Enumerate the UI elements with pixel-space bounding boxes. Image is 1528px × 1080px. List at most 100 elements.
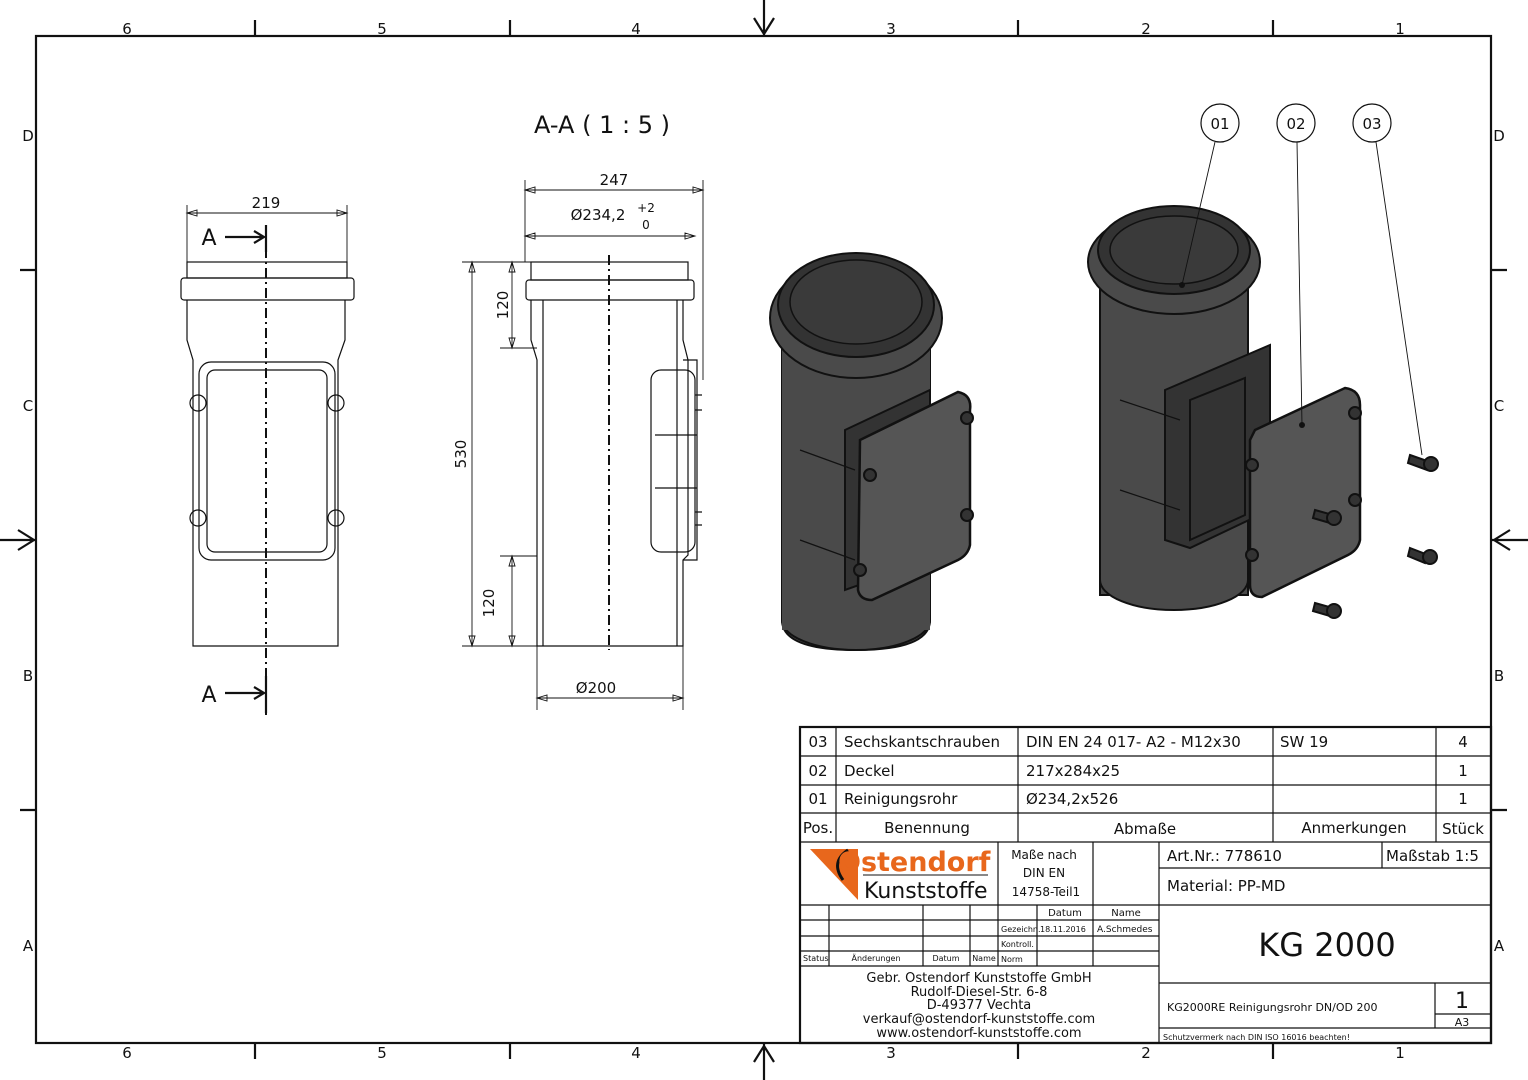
parts-row-03: 03 Sechskantschrauben DIN EN 24 017- A2 … <box>808 733 1467 751</box>
logo-text-top: Ostendorf <box>838 847 991 878</box>
row-label: B <box>23 667 33 685</box>
parts-row-01: 01 Reinigungsrohr Ø234,2x526 1 <box>808 790 1467 808</box>
isometric-exploded-view: 01 02 03 <box>1087 103 1439 619</box>
material: Material: PP-MD <box>1167 877 1285 895</box>
balloon-03 <box>1352 103 1392 143</box>
qty: 1 <box>1458 790 1468 808</box>
isometric-assembled-view <box>769 252 974 652</box>
header-qty: Stück <box>1442 820 1484 838</box>
name: Sechskantschrauben <box>844 733 1000 751</box>
article-number: Art.Nr.: 778610 <box>1167 847 1282 865</box>
parts-list: 03 Sechskantschrauben DIN EN 24 017- A2 … <box>798 725 1493 1045</box>
qty: 4 <box>1458 733 1468 751</box>
col-label: 4 <box>631 1044 641 1062</box>
col-label: 2 <box>1141 1044 1151 1062</box>
row-label: A <box>1494 937 1505 955</box>
standard-line: DIN EN <box>1023 866 1065 880</box>
dim-socket-length: 120 <box>494 291 512 320</box>
note: SW 19 <box>1280 733 1328 751</box>
parts-row-02: 02 Deckel 217x284x25 1 <box>808 762 1467 780</box>
balloon-02 <box>1276 103 1316 143</box>
row-label: A <box>23 937 34 955</box>
section-title: A-A ( 1 : 5 ) <box>534 111 670 139</box>
company-street: Rudolf-Diesel-Str. 6-8 <box>911 985 1048 1000</box>
col-label: 3 <box>886 20 896 38</box>
dim-socket-diameter: Ø234,2 <box>571 206 626 224</box>
company-logo: Ostendorf Kunststoffe <box>810 847 991 904</box>
dim-width-total: 247 <box>600 171 629 189</box>
header-name: Benennung <box>884 819 970 837</box>
dim-length: 530 <box>452 440 470 469</box>
title-block: Ostendorf Kunststoffe Maße nach DIN EN 1… <box>800 842 1491 1043</box>
balloon-label: 01 <box>1210 115 1229 133</box>
column-labels: 6 5 4 3 2 1 6 5 4 3 2 1 <box>122 20 1405 1062</box>
company-email[interactable]: verkauf@ostendorf-kunststoffe.com <box>863 1012 1095 1027</box>
col-label: 6 <box>122 20 132 38</box>
company-name: Gebr. Ostendorf Kunststoffe GmbH <box>866 971 1091 986</box>
drawing-description: KG2000RE Reinigungsrohr DN/OD 200 <box>1167 1001 1378 1014</box>
col-label: 4 <box>631 20 641 38</box>
logo-text-bottom: Kunststoffe <box>864 879 988 904</box>
screw-icon <box>1311 453 1439 619</box>
balloon-label: 03 <box>1362 115 1381 133</box>
protection-notice: Schutzvermerk nach DIN ISO 16016 beachte… <box>1163 1033 1350 1042</box>
drawn-name: A.Schmedes <box>1097 925 1153 935</box>
changes-name-label: Name <box>972 954 996 963</box>
dim-tolerance-upper: +2 <box>637 201 655 215</box>
col-label: 3 <box>886 1044 896 1062</box>
row-label: B <box>1494 667 1504 685</box>
name: Reinigungsrohr <box>844 790 958 808</box>
changes-label: Änderungen <box>851 953 900 963</box>
header-dims: Abmaße <box>1114 820 1176 838</box>
norm-label: Norm <box>1001 955 1023 964</box>
col-datum: Datum <box>1048 908 1082 919</box>
company-website[interactable]: www.ostendorf-kunststoffe.com <box>876 1026 1081 1041</box>
dimensions: Ø234,2x526 <box>1026 790 1118 808</box>
pos: 02 <box>808 762 827 780</box>
header-note: Anmerkungen <box>1301 819 1406 837</box>
drawing-title: KG 2000 <box>1258 926 1395 964</box>
section-marker-top: A <box>201 226 216 251</box>
qty: 1 <box>1458 762 1468 780</box>
balloon-label: 02 <box>1286 115 1305 133</box>
front-view: 219 A A <box>180 194 355 715</box>
col-label: 1 <box>1395 20 1405 38</box>
col-label: 6 <box>122 1044 132 1062</box>
row-label: C <box>23 397 33 415</box>
sheet-number: 1 <box>1455 989 1469 1014</box>
dim-spigot-length: 120 <box>480 589 498 618</box>
name: Deckel <box>844 762 895 780</box>
parts-header: Pos. Benennung Abmaße Anmerkungen Stück <box>803 819 1484 838</box>
changes-date-label: Datum <box>932 954 959 963</box>
dimensions: 217x284x25 <box>1026 762 1120 780</box>
dim-pipe-diameter: Ø200 <box>576 679 616 697</box>
row-labels: D C B A D C B A <box>22 127 1505 955</box>
drawn-date: 18.11.2016 <box>1040 925 1086 934</box>
pos: 01 <box>808 790 827 808</box>
col-label: 5 <box>377 1044 387 1062</box>
row-label: D <box>22 127 34 145</box>
section-marker-bottom: A <box>201 683 216 708</box>
company-city: D-49377 Vechta <box>927 998 1032 1013</box>
standard-line: Maße nach <box>1011 848 1077 862</box>
col-label: 1 <box>1395 1044 1405 1062</box>
drawn-label: Gezeichn. <box>1001 925 1041 934</box>
col-label: 2 <box>1141 20 1151 38</box>
row-label: D <box>1493 127 1505 145</box>
paper-format: A3 <box>1455 1016 1470 1029</box>
standard-line: 14758-Teil1 <box>1012 885 1080 899</box>
section-view: A-A ( 1 : 5 ) 247 Ø234,2 +2 0 530 120 12… <box>452 111 705 710</box>
dimensions: DIN EN 24 017- A2 - M12x30 <box>1026 733 1241 751</box>
dim-width-front: 219 <box>252 194 281 212</box>
row-label: C <box>1494 397 1504 415</box>
pos: 03 <box>808 733 827 751</box>
status-label: Status <box>803 954 829 963</box>
dim-tolerance-lower: 0 <box>642 218 650 232</box>
balloon-01 <box>1200 103 1240 143</box>
col-label: 5 <box>377 20 387 38</box>
col-name: Name <box>1111 908 1141 919</box>
checked-label: Kontroll. <box>1001 940 1034 949</box>
scale: Maßstab 1:5 <box>1386 847 1479 865</box>
